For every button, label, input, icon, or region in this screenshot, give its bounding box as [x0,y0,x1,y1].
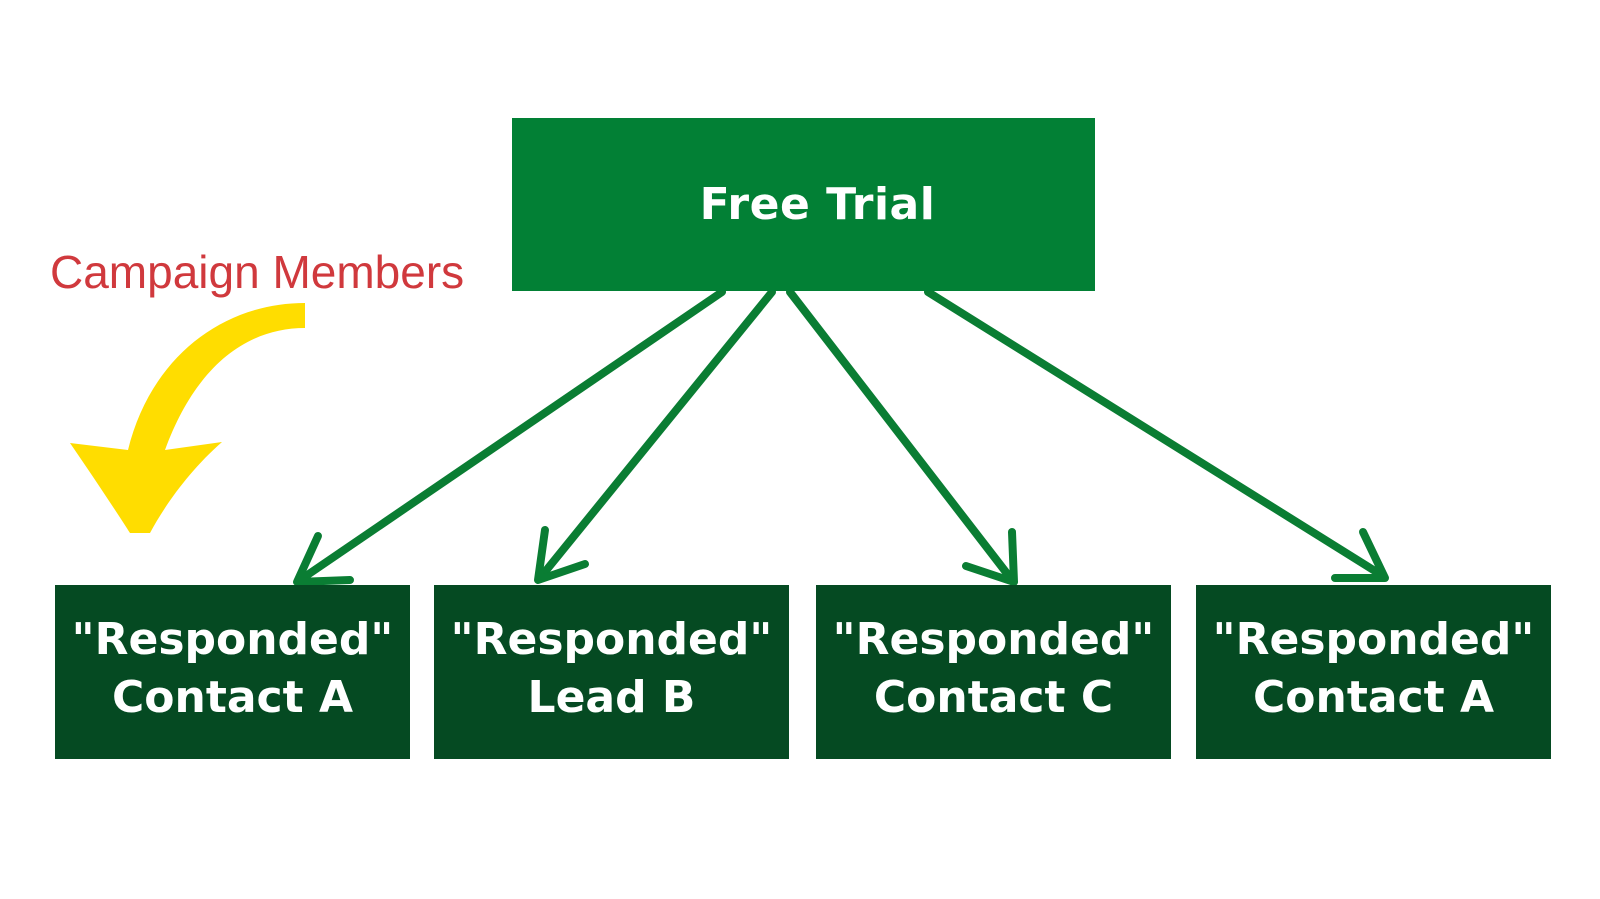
campaign-members-label: Campaign Members [50,246,465,298]
member-name: Contact C [873,672,1114,723]
member-node-2: "Responded" Lead B [434,585,789,759]
member-status: "Responded" [71,614,394,665]
connector-arrow-2 [534,288,776,584]
curved-arrow-down-left-icon [70,303,305,533]
connector-arrow-4 [924,288,1389,582]
member-status: "Responded" [832,614,1155,665]
member-name: Contact A [111,672,354,723]
connector-arrow-3 [786,288,1018,586]
member-node-4: "Responded" Contact A [1196,585,1551,759]
member-node-3: "Responded" Contact C [816,585,1171,759]
connector-arrow-1 [293,288,726,586]
free-trial-campaign-node: Free Trial [512,118,1095,291]
member-status: "Responded" [1212,614,1535,665]
root-node-label: Free Trial [699,179,936,230]
member-name: Lead B [527,672,696,723]
member-status: "Responded" [450,614,773,665]
member-name: Contact A [1252,672,1495,723]
member-node-1: "Responded" Contact A [55,585,410,759]
